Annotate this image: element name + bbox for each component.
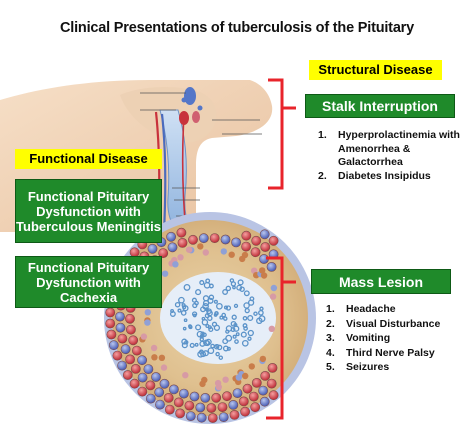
cachexia-label: Functional Pituitary Dysfunction with Ca… (15, 256, 162, 308)
list-item: 1.Headache (326, 303, 396, 315)
mass-symptoms-list: 1.Headache 2.Visual Disturbance 3.Vomiti… (326, 302, 471, 375)
structural-disease-label: Structural Disease (309, 60, 442, 80)
list-item: 1.Hyperprolactinemia with Amenorrhea & G… (318, 129, 460, 168)
mass-bracket (266, 256, 296, 420)
granuloma-cross-section (104, 212, 316, 424)
meningitis-label: Functional Pituitary Dysfunction with Tu… (15, 179, 162, 243)
list-item: 2.Diabetes Insipidus (318, 169, 431, 182)
list-item: 2.Visual Disturbance (326, 317, 441, 330)
list-item: 4.Third Nerve Palsy (326, 346, 435, 359)
diagram-title: Clinical Presentations of tuberculosis o… (60, 20, 414, 36)
list-item: 3.Vomiting (326, 332, 391, 344)
stalk-interruption-label: Stalk Interruption (305, 94, 455, 118)
functional-disease-label: Functional Disease (15, 149, 162, 169)
stalk-symptoms-list: 1.Hyperprolactinemia with Amenorrhea & G… (318, 129, 470, 183)
list-item: 5.Seizures (326, 361, 390, 373)
mass-lesion-label: Mass Lesion (311, 269, 451, 294)
stalk-bracket (268, 78, 296, 190)
